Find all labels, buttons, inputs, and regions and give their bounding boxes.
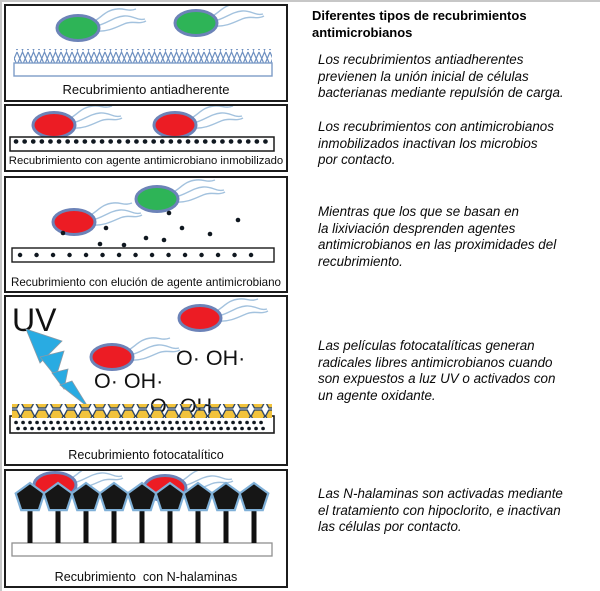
panel-caption: Recubrimiento antiadherente — [62, 82, 230, 98]
green-bacterium-icon — [134, 178, 227, 213]
eluting-agent-dots — [60, 210, 241, 248]
panel-caption: Recubrimiento con elución de agente anti… — [10, 275, 282, 289]
surface-substrate — [11, 542, 273, 557]
description-nhalaminas: Las N-halaminas son activadas mediante e… — [318, 486, 563, 535]
red-bacterium-icon — [152, 106, 245, 139]
description-elucion: Mientras que los que se basan en la lixi… — [318, 204, 557, 269]
page-title: Diferentes tipos de recubrimientos antim… — [312, 8, 527, 40]
panel-elucion: Recubrimiento con elución de agente anti… — [4, 176, 288, 293]
elucion-illustration — [11, 178, 275, 263]
nhalaminas-illustration — [11, 471, 273, 557]
description-fotocatalitico: Las películas fotocatalíticas generan ra… — [318, 338, 556, 403]
red-bacterium-icon — [31, 106, 124, 139]
panel-caption: Recubrimiento fotocatalítico — [68, 447, 224, 462]
halamine-pentagon-heads — [14, 481, 270, 512]
surface-substrate — [9, 136, 275, 152]
panel-caption: Recubrimiento con agente antimicrobiano … — [8, 155, 284, 168]
panel-nhalaminas: Recubrimiento con N-halaminas — [4, 469, 288, 588]
green-bacterium-icon — [173, 6, 266, 37]
fotocatalitico-illustration: UV O· OH· O· OH· O· OH· — [9, 297, 275, 434]
description-inmobilizado: Los recubrimientos con antimicrobianos i… — [318, 119, 554, 168]
surface-substrate — [11, 247, 275, 263]
polymer-brush-layer — [14, 49, 272, 64]
green-bacterium-icon — [55, 7, 148, 42]
inmobilizado-illustration — [9, 106, 275, 152]
description-antiadherente: Los recubrimientos antiadherentes previe… — [318, 52, 564, 101]
uv-lightning-bolt-icon — [25, 328, 89, 408]
antiadherente-illustration — [13, 6, 273, 77]
red-bacterium-icon — [89, 336, 182, 371]
panel-antiadherente: Recubrimiento antiadherente — [4, 4, 288, 102]
surface-substrate — [9, 415, 275, 434]
window-top-edge — [0, 0, 600, 2]
radical-label: O· OH· — [94, 369, 163, 393]
surface-substrate — [13, 62, 273, 77]
photocatalyst-hexagon-layer — [12, 404, 272, 418]
panel-fotocatalitico: UV O· OH· O· OH· O· OH· Recubrimiento fo… — [4, 295, 288, 466]
red-bacterium-icon — [51, 201, 144, 236]
panel-inmobilizado: Recubrimiento con agente antimicrobiano … — [4, 104, 288, 172]
red-bacterium-icon — [177, 297, 270, 332]
radical-label: O· OH· — [176, 346, 245, 370]
window-left-edge — [0, 0, 2, 591]
panel-caption: Recubrimiento con N-halaminas — [54, 569, 238, 584]
